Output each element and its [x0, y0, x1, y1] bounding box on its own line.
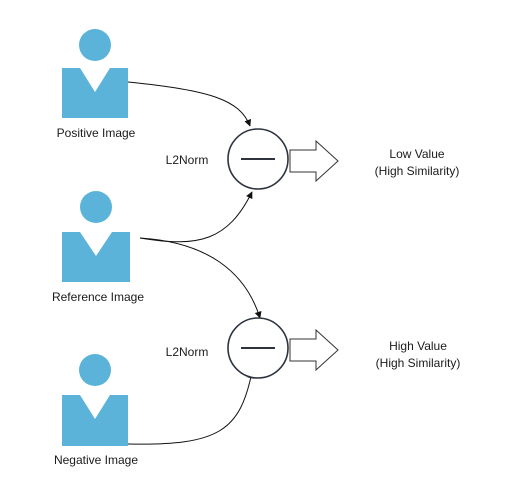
- input-negative: Negative Image: [54, 354, 138, 467]
- right-arrow-icon: [289, 139, 339, 183]
- input-label: Reference Image: [52, 290, 144, 304]
- person-icon: [62, 354, 128, 446]
- operation-label: L2Norm: [166, 153, 209, 167]
- edge-reference-to-bottom: [139, 237, 262, 319]
- operation-l2norm-bottom: L2Norm High Value (High Similarity): [166, 317, 461, 379]
- output-value-label: High Value: [389, 339, 447, 353]
- input-positive: Positive Image: [57, 29, 136, 140]
- minus-circle-icon: [227, 128, 289, 190]
- person-icon: [62, 191, 130, 282]
- edge-reference-to-top: [139, 191, 253, 243]
- output-note-label: (High Similarity): [376, 356, 461, 370]
- edge-negative-to-bottom: [127, 371, 255, 445]
- edge-positive-to-top: [127, 81, 251, 127]
- operation-l2norm-top: L2Norm Low Value (High Similarity): [166, 128, 460, 190]
- output-value-label: Low Value: [389, 147, 444, 161]
- input-label: Positive Image: [57, 126, 136, 140]
- output-note-label: (High Similarity): [375, 164, 460, 178]
- input-reference: Reference Image: [52, 191, 144, 304]
- input-label: Negative Image: [54, 453, 138, 467]
- person-icon: [62, 29, 128, 118]
- operation-label: L2Norm: [166, 345, 209, 359]
- minus-circle-icon: [227, 317, 289, 379]
- right-arrow-icon: [289, 328, 339, 372]
- edges: [127, 81, 262, 445]
